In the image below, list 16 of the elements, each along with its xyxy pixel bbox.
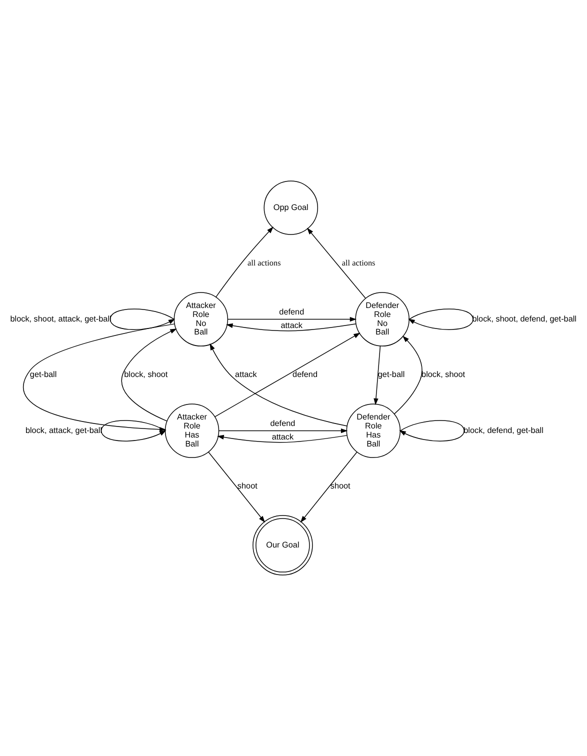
edge-label: get-ball: [30, 370, 57, 380]
edge-label: defend: [270, 419, 296, 428]
edge-label: shoot: [237, 482, 258, 491]
edge-label: shoot: [330, 482, 350, 491]
edge-label: block, attack, get-ball: [25, 426, 102, 435]
edge-label: attack: [280, 321, 303, 330]
edge-label: block, shoot: [124, 370, 168, 380]
edge-label: all actions: [247, 258, 281, 268]
edge-label: defend: [292, 370, 318, 380]
edge-label: get-ball: [378, 370, 405, 380]
edge-label: block, shoot: [422, 370, 466, 380]
edge-label: all actions: [342, 258, 376, 268]
edge-label: attack: [235, 370, 257, 380]
edge-label: block, defend, get-ball: [464, 426, 544, 435]
edge-label: defend: [279, 308, 304, 317]
edge-label: attack: [272, 432, 294, 442]
